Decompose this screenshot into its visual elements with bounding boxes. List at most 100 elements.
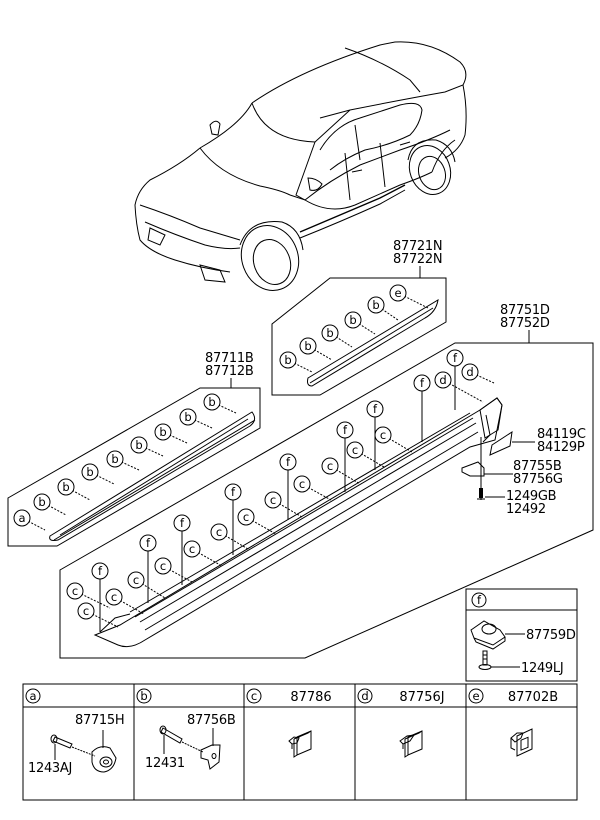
leader-line bbox=[74, 590, 111, 609]
callout-label: d bbox=[466, 365, 473, 379]
callout-circle bbox=[279, 351, 297, 369]
callout-label: c bbox=[83, 604, 89, 618]
vehicle-illustration bbox=[134, 41, 467, 291]
legend-cell-c bbox=[288, 730, 312, 758]
screw-icon bbox=[478, 650, 492, 670]
callout-circle bbox=[139, 534, 157, 552]
callout-label: b bbox=[326, 326, 333, 340]
legend-cell-d bbox=[399, 730, 423, 758]
legend-f-key: f bbox=[477, 593, 482, 607]
part-number-87756G: 87756G bbox=[513, 472, 563, 487]
legend-key-circle bbox=[468, 688, 484, 704]
callout-label: f bbox=[373, 402, 378, 416]
leader-line bbox=[113, 596, 145, 615]
callout-label: b bbox=[111, 452, 118, 466]
callout-circle bbox=[224, 483, 242, 501]
callout-circle bbox=[279, 453, 297, 471]
callout-label: d bbox=[439, 373, 446, 387]
callout-label: c bbox=[243, 510, 249, 524]
callout-label: f bbox=[180, 516, 185, 530]
callout-circle bbox=[321, 457, 339, 475]
leader-line bbox=[245, 516, 277, 535]
callout-label: c bbox=[380, 428, 386, 442]
screw-shape bbox=[479, 488, 483, 498]
callout-circle bbox=[293, 475, 311, 493]
callout-label: f bbox=[286, 455, 291, 469]
callout-circle bbox=[105, 588, 123, 606]
callout-label: c bbox=[160, 559, 166, 573]
bolt-and-nut-icon bbox=[159, 725, 221, 770]
callout-circle bbox=[321, 324, 339, 342]
callout-circle bbox=[183, 540, 201, 558]
leader-line bbox=[382, 434, 413, 453]
legend-key-d: d bbox=[361, 689, 368, 703]
legend-key-circle bbox=[357, 688, 373, 704]
bracket-shape bbox=[461, 461, 485, 477]
callout-label: c bbox=[299, 477, 305, 491]
callout-circle bbox=[237, 508, 255, 526]
legend-cell-a: 87715H 1243AJ bbox=[28, 713, 125, 776]
part-number-12431: 12431 bbox=[145, 756, 185, 771]
callout-label: b bbox=[135, 438, 142, 452]
callout-label: b bbox=[284, 353, 291, 367]
legend-key-b: b bbox=[140, 689, 147, 703]
leader-line bbox=[354, 449, 385, 468]
callout-circle bbox=[13, 509, 31, 527]
callout-circle bbox=[413, 374, 431, 392]
part-number-87712B: 87712B bbox=[205, 364, 253, 379]
callout-label: b bbox=[86, 465, 93, 479]
callout-circle bbox=[366, 400, 384, 418]
callout-label: e bbox=[394, 286, 401, 300]
part-number-1243AJ: 1243AJ bbox=[28, 761, 72, 776]
part-number-12492: 12492 bbox=[506, 502, 546, 517]
legend-key-circle bbox=[136, 688, 152, 704]
callout-circle bbox=[367, 296, 385, 314]
part-number-87751D: 87751D bbox=[500, 303, 550, 318]
callout-label: b bbox=[38, 495, 45, 509]
callout-circle bbox=[336, 421, 354, 439]
callout-label: c bbox=[111, 590, 117, 604]
legend-cell-b: 87756B 12431 bbox=[145, 713, 236, 771]
callout-circle bbox=[264, 491, 282, 509]
callout-label: c bbox=[327, 459, 333, 473]
leader-line bbox=[191, 548, 223, 567]
part-number-84129P: 84129P bbox=[537, 440, 585, 455]
callout-circle bbox=[446, 349, 464, 367]
legend-part-number-87702B: 87702B bbox=[508, 690, 558, 705]
callout-label: b bbox=[208, 395, 215, 409]
callout-label: f bbox=[453, 351, 458, 365]
callout-label: f bbox=[343, 423, 348, 437]
part-number-1249LJ: 1249LJ bbox=[521, 661, 563, 676]
callout-label: c bbox=[72, 584, 78, 598]
callout-circle bbox=[130, 436, 148, 454]
legend-part-number-87756J: 87756J bbox=[399, 690, 444, 705]
callout-label: f bbox=[420, 376, 425, 390]
legend-key-c: c bbox=[251, 689, 257, 703]
part-number-87759D: 87759D bbox=[526, 628, 576, 643]
callout-circle bbox=[106, 450, 124, 468]
callout-circle bbox=[91, 562, 109, 580]
legend-cell-e bbox=[510, 728, 533, 757]
callout-label: b bbox=[184, 410, 191, 424]
callout-label: b bbox=[372, 298, 379, 312]
callout-label: a bbox=[18, 511, 25, 525]
callout-circle bbox=[77, 602, 95, 620]
clip-icon bbox=[288, 730, 312, 758]
callout-circle bbox=[203, 393, 221, 411]
callout-label: f bbox=[231, 485, 236, 499]
legend-key-e: e bbox=[472, 689, 479, 703]
callout-circle bbox=[344, 311, 362, 329]
callout-circle bbox=[434, 371, 452, 389]
callout-label: f bbox=[98, 564, 103, 578]
leader-line bbox=[329, 465, 361, 485]
callout-circle bbox=[210, 523, 228, 541]
leader-line bbox=[85, 610, 119, 628]
callout-label: b bbox=[159, 425, 166, 439]
leader-line bbox=[218, 531, 249, 550]
